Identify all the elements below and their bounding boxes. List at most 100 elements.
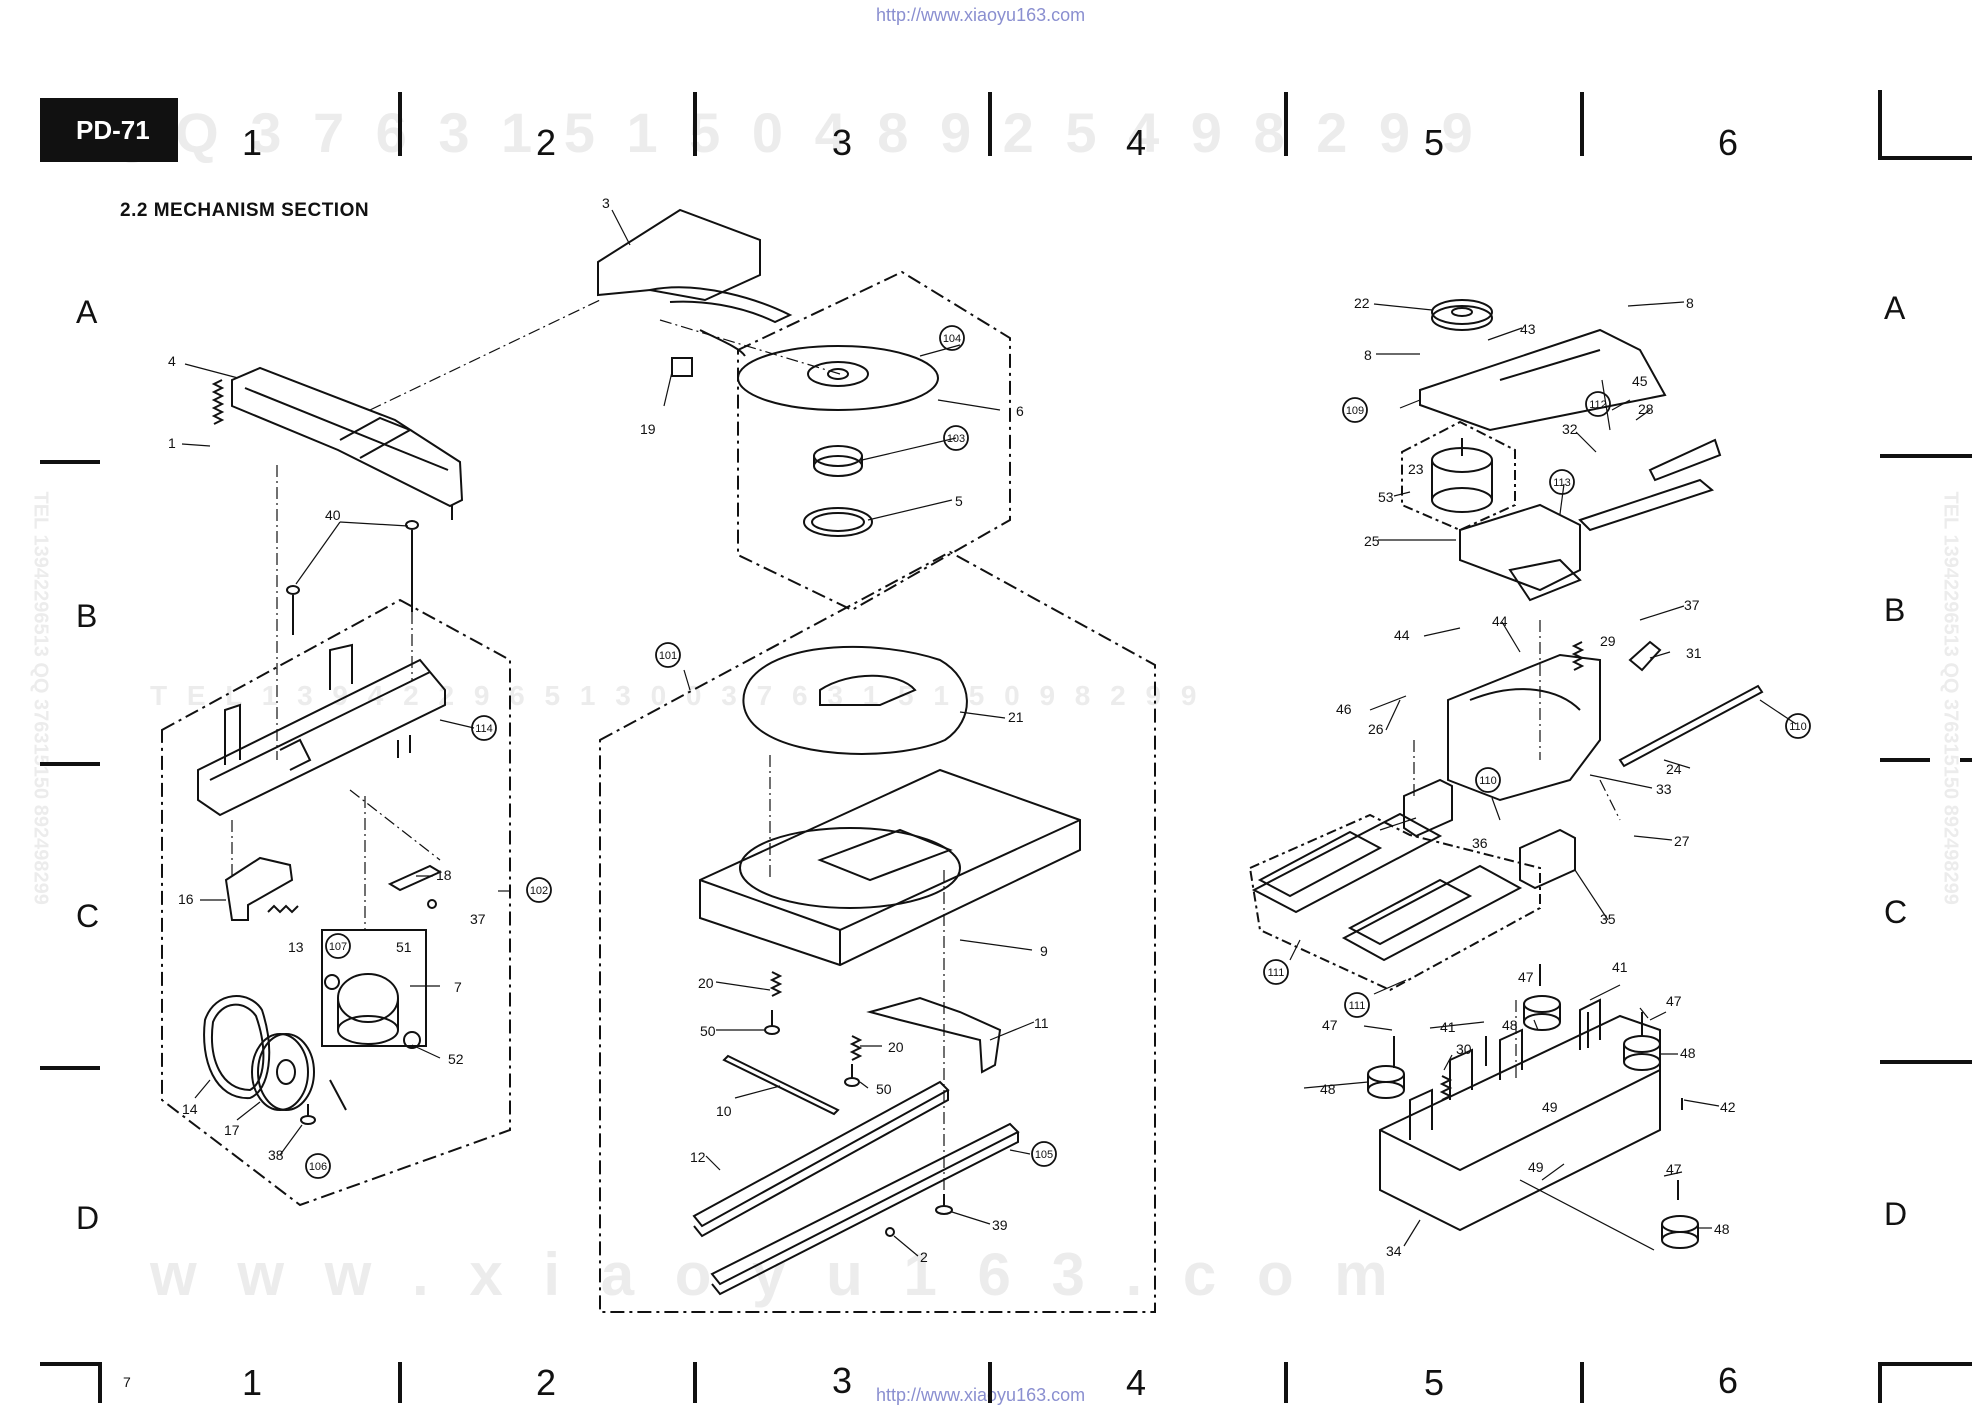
part-holder-3 bbox=[597, 208, 793, 377]
callout-22: 22 bbox=[1354, 295, 1370, 311]
row-letter-left-D: D bbox=[76, 1200, 100, 1236]
part-screw-38 bbox=[300, 1104, 316, 1125]
callout-2: 2 bbox=[920, 1249, 928, 1265]
callout-20-right: 20 bbox=[888, 1039, 904, 1055]
callout-4: 4 bbox=[168, 353, 176, 369]
watermark-top: Q Q 3 7 6 3 1 5 1 5 0 4 8 9 2 5 4 9 8 2 … bbox=[100, 101, 1481, 164]
part-shaft-113 bbox=[1578, 438, 1722, 532]
part-belt-14 bbox=[203, 995, 271, 1100]
callout-49-upper: 49 bbox=[1542, 1099, 1558, 1115]
callout-8-right: 8 bbox=[1686, 295, 1694, 311]
callout-25: 25 bbox=[1364, 533, 1380, 549]
part-lever-11 bbox=[866, 996, 1002, 1074]
callout-13: 13 bbox=[288, 939, 304, 955]
callout-51: 51 bbox=[396, 939, 412, 955]
ref-114: 114 bbox=[475, 723, 493, 735]
part-pulley-17 bbox=[251, 1033, 347, 1111]
callout-5: 5 bbox=[955, 493, 963, 509]
part-spring-30 bbox=[1439, 1075, 1453, 1101]
callout-19: 19 bbox=[640, 421, 656, 437]
callout-48-lower: 48 bbox=[1714, 1221, 1730, 1237]
callout-39: 39 bbox=[992, 1217, 1008, 1233]
callout-labels: 3 4 1 40 16 13 18 37 51 7 52 14 17 38 19… bbox=[168, 195, 1736, 1265]
column-number-top-5: 5 bbox=[1424, 122, 1445, 163]
column-number-bottom-2: 2 bbox=[536, 1362, 557, 1403]
source-url-top[interactable]: http://www.xiaoyu163.com bbox=[876, 5, 1086, 25]
part-group-111 bbox=[1248, 813, 1541, 992]
watermark-bottom: w w w . x i a o y u 1 6 3 . c o m bbox=[150, 1241, 1400, 1308]
row-letter-right-D: D bbox=[1884, 1196, 1908, 1232]
ref-103: 103 bbox=[947, 433, 965, 445]
callout-17: 17 bbox=[224, 1122, 240, 1138]
part-clamper-disc-104 bbox=[737, 345, 939, 411]
callout-42: 42 bbox=[1720, 1099, 1736, 1115]
callout-12: 12 bbox=[690, 1149, 706, 1165]
callout-38: 38 bbox=[268, 1147, 284, 1163]
callout-49-lower: 49 bbox=[1528, 1159, 1544, 1175]
column-number-top-4: 4 bbox=[1126, 122, 1147, 163]
part-sheet-21 bbox=[742, 645, 968, 755]
ref-102: 102 bbox=[530, 885, 548, 897]
part-screw-39 bbox=[935, 1194, 953, 1215]
callout-48-left: 48 bbox=[1320, 1081, 1336, 1097]
ref-111-left: 111 bbox=[1268, 967, 1285, 979]
ref-110-center: 110 bbox=[1479, 775, 1497, 787]
callout-6: 6 bbox=[1016, 403, 1024, 419]
source-url-bottom[interactable]: http://www.xiaoyu163.com bbox=[876, 1385, 1086, 1405]
part-pulley-22 bbox=[1431, 299, 1493, 331]
callout-33: 33 bbox=[1656, 781, 1672, 797]
callout-36: 36 bbox=[1472, 835, 1488, 851]
part-slide-36 bbox=[1403, 778, 1453, 838]
part-motor-23 bbox=[1431, 438, 1493, 513]
part-tray-9 bbox=[699, 768, 1081, 967]
callout-44-left: 44 bbox=[1394, 627, 1410, 643]
callout-leaders bbox=[181, 209, 1797, 1257]
callout-53: 53 bbox=[1378, 489, 1394, 505]
callout-47-lower: 47 bbox=[1666, 1161, 1682, 1177]
callout-11: 11 bbox=[1034, 1015, 1049, 1031]
part-motor-7 bbox=[321, 929, 427, 1049]
ref-111-right: 111 bbox=[1349, 1000, 1366, 1012]
callout-18: 18 bbox=[436, 867, 452, 883]
column-number-bottom-3: 3 bbox=[832, 1360, 853, 1401]
callout-37-right: 37 bbox=[1684, 597, 1700, 613]
column-number-top-6: 6 bbox=[1718, 122, 1739, 163]
row-letter-right-C: C bbox=[1884, 894, 1908, 930]
callout-7: 7 bbox=[454, 979, 462, 995]
part-screws-47-41 bbox=[1393, 964, 1683, 1200]
part-rod-24 bbox=[1618, 684, 1764, 768]
part-base-plate-114 bbox=[197, 643, 446, 817]
circled-labels: 101 102 104 103 105 106 107 109 110 110 … bbox=[309, 333, 1807, 1173]
part-screws-50 bbox=[764, 1010, 860, 1087]
callout-1: 1 bbox=[168, 435, 176, 451]
callout-10: 10 bbox=[716, 1103, 732, 1119]
part-18 bbox=[387, 864, 443, 909]
corner-marks bbox=[40, 90, 1972, 1403]
group-outline-6 bbox=[737, 270, 1011, 612]
callout-37-left: 37 bbox=[470, 911, 486, 927]
callout-48-right: 48 bbox=[1680, 1045, 1696, 1061]
construction-lines bbox=[231, 299, 1621, 1194]
row-letter-right-B: B bbox=[1884, 592, 1906, 628]
callout-47-right: 47 bbox=[1666, 993, 1682, 1009]
callout-44-right: 44 bbox=[1492, 613, 1508, 629]
ref-110-right: 110 bbox=[1789, 721, 1807, 733]
callout-47-left: 47 bbox=[1322, 1017, 1338, 1033]
part-frame-34 bbox=[1379, 998, 1661, 1232]
ref-104: 104 bbox=[943, 333, 961, 345]
model-badge: PD-71 bbox=[40, 98, 178, 162]
callout-9: 9 bbox=[1040, 943, 1048, 959]
callout-46: 46 bbox=[1336, 701, 1352, 717]
row-letter-right-A: A bbox=[1884, 290, 1906, 326]
callout-43: 43 bbox=[1520, 321, 1536, 337]
column-number-top-1: 1 bbox=[242, 122, 263, 163]
callout-20-left: 20 bbox=[698, 975, 714, 991]
grid-ticks-bottom bbox=[398, 1362, 1584, 1403]
grid-ticks-left bbox=[40, 460, 100, 1070]
part-spring-13 bbox=[267, 904, 299, 914]
part-magnet-103 bbox=[813, 445, 863, 477]
callout-8-left: 8 bbox=[1364, 347, 1372, 363]
column-number-bottom-4: 4 bbox=[1126, 1362, 1147, 1403]
ref-109: 109 bbox=[1346, 405, 1364, 417]
